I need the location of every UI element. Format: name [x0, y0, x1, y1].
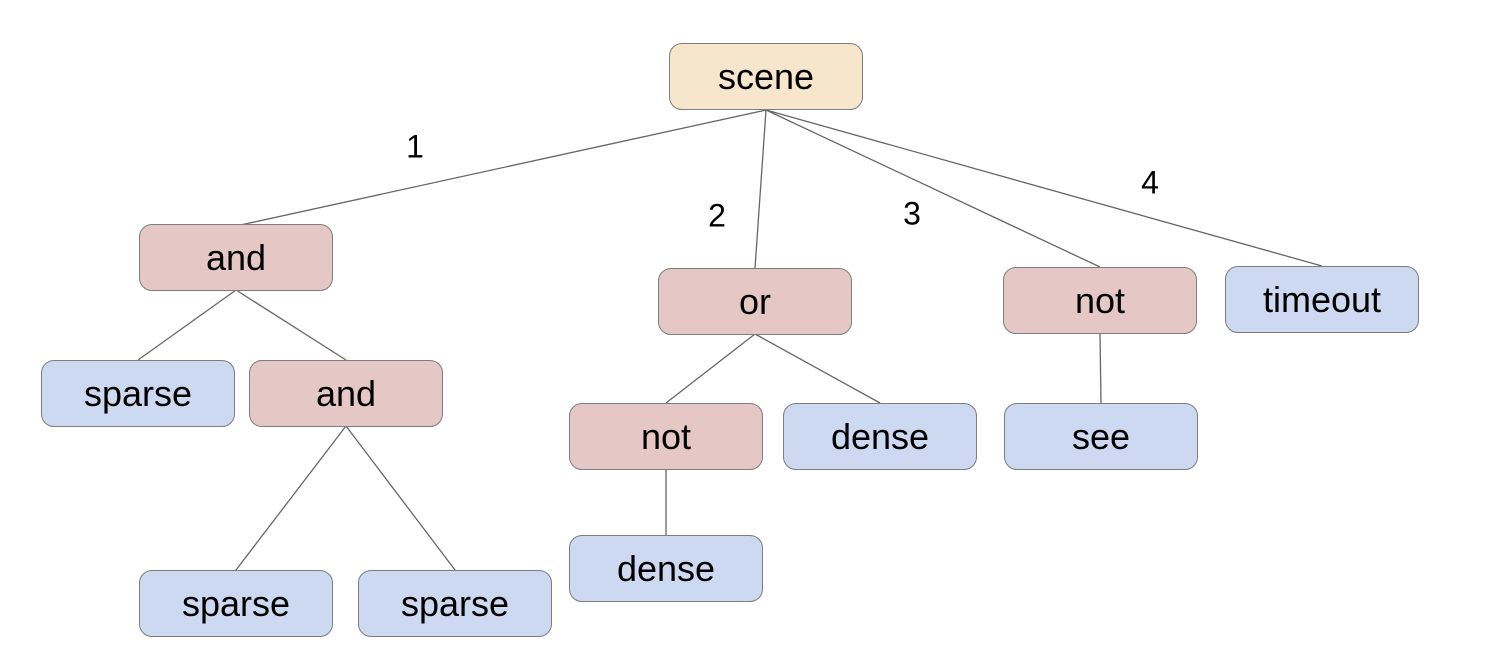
node-sparse-3: sparse [358, 570, 552, 637]
edge-scene-and [235, 109, 767, 227]
node-timeout: timeout [1225, 266, 1419, 333]
node-not-2: not [569, 403, 763, 470]
node-not-1: not [1003, 267, 1197, 334]
node-see: see [1004, 403, 1198, 470]
edge-scene-timeout [765, 109, 1323, 267]
edge-and2-sparse2 [235, 425, 347, 571]
edge-and2-sparse3 [345, 425, 456, 571]
edge-and-and [235, 289, 347, 361]
node-dense-2: dense [569, 535, 763, 602]
edge-and-sparse [137, 289, 237, 361]
node-sparse-1: sparse [41, 360, 235, 427]
edge-label-3: 3 [903, 195, 921, 232]
edge-or-not [665, 333, 756, 404]
node-scene: scene [669, 43, 863, 110]
node-and-2: and [249, 360, 443, 427]
edge-scene-not [765, 109, 1101, 268]
node-and-1: and [139, 224, 333, 291]
edge-label-2: 2 [708, 197, 726, 234]
edge-or-dense [754, 333, 881, 404]
node-dense-1: dense [783, 403, 977, 470]
edge-not-see [1099, 332, 1102, 404]
node-sparse-2: sparse [139, 570, 333, 637]
edge-label-4: 4 [1141, 164, 1159, 201]
node-or-1: or [658, 268, 852, 335]
edge-scene-or [754, 109, 767, 269]
edge-label-1: 1 [406, 128, 424, 165]
